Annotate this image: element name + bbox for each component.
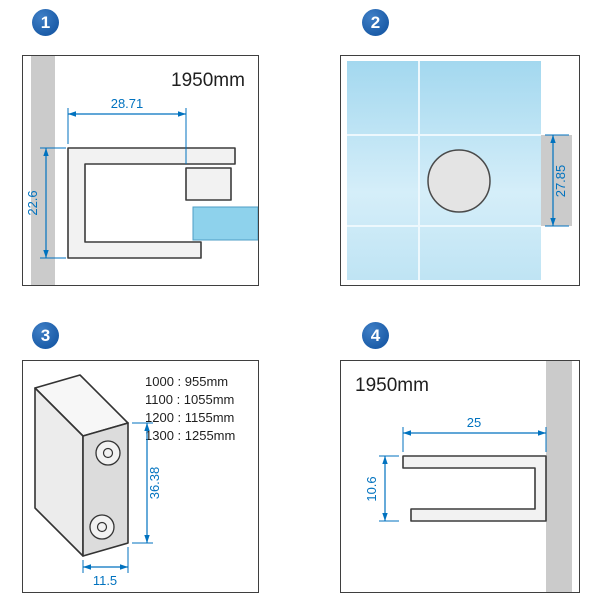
dimension-height: 22.6 [25, 147, 66, 259]
dimension-width: 25 [402, 415, 547, 452]
dimension-offset-label: 27.85 [553, 165, 568, 198]
wall-strip [546, 361, 572, 592]
u-channel-section-drawing: 1950mm 25 10.6 [355, 361, 572, 592]
step-3-number: 3 [40, 326, 51, 345]
step-4-badge: 4 [362, 322, 389, 349]
step-2-diagram-box: 27.85 [340, 55, 580, 286]
step-1-diagram-box: 1950mm 28.71 22.6 [22, 55, 259, 286]
dimension-section-width-label: 11.5 [93, 573, 117, 588]
dimension-height-label: 22.6 [25, 190, 40, 215]
dimension-section-height: 36.38 [132, 422, 162, 544]
u-channel-profile [402, 455, 547, 522]
size-option-1200: 1200 : 1155mm [145, 410, 234, 425]
dimension-width: 28.71 [67, 96, 187, 164]
wall-profile-section-drawing: 1950mm 28.71 22.6 [25, 56, 258, 285]
step-2-badge: 2 [362, 9, 389, 36]
dimension-section-width: 11.5 [82, 547, 129, 588]
glass-grid-lines [347, 61, 541, 280]
screw-channel-top-bore [102, 447, 114, 459]
step-1-number: 1 [40, 13, 51, 32]
size-option-1000: 1000 : 955mm [145, 374, 228, 389]
dimension-height-label: 10.6 [364, 476, 379, 501]
profile-length-label: 1950mm [355, 375, 429, 396]
wall-profile-outline [67, 147, 236, 259]
support-bar-isometric [34, 374, 129, 557]
size-table: 1000 : 955mm 1100 : 1055mm 1200 : 1155mm… [145, 374, 235, 443]
size-option-1100: 1100 : 1055mm [145, 392, 234, 407]
screw-channel-top [95, 440, 121, 466]
step-4-diagram-box: 1950mm 25 10.6 [340, 360, 580, 593]
glass-panel-drawing: 27.85 [347, 61, 572, 280]
profile-length-label: 1950mm [171, 70, 245, 91]
adjustment-block [185, 167, 232, 201]
dimension-height: 10.6 [364, 455, 399, 522]
step-4-number: 4 [370, 326, 381, 345]
handle-hole [427, 149, 491, 213]
wall-strip [31, 56, 55, 285]
wall-profile-strip [541, 135, 572, 226]
dimension-width-label: 28.71 [111, 96, 144, 111]
step-3-diagram-box: 1000 : 955mm 1100 : 1055mm 1200 : 1155mm… [22, 360, 259, 593]
size-option-1300: 1300 : 1255mm [145, 428, 235, 443]
screw-channel-bottom-bore [96, 521, 108, 533]
step-1-badge: 1 [32, 9, 59, 36]
screw-channel-bottom [89, 514, 115, 540]
support-bar-drawing: 1000 : 955mm 1100 : 1055mm 1200 : 1155mm… [34, 374, 235, 588]
glass-panel-edge [192, 206, 258, 241]
step-3-badge: 3 [32, 322, 59, 349]
step-2-number: 2 [370, 13, 381, 32]
dimension-offset: 27.85 [545, 134, 569, 227]
dimension-width-label: 25 [467, 415, 481, 430]
dimension-section-height-label: 36.38 [147, 467, 162, 500]
